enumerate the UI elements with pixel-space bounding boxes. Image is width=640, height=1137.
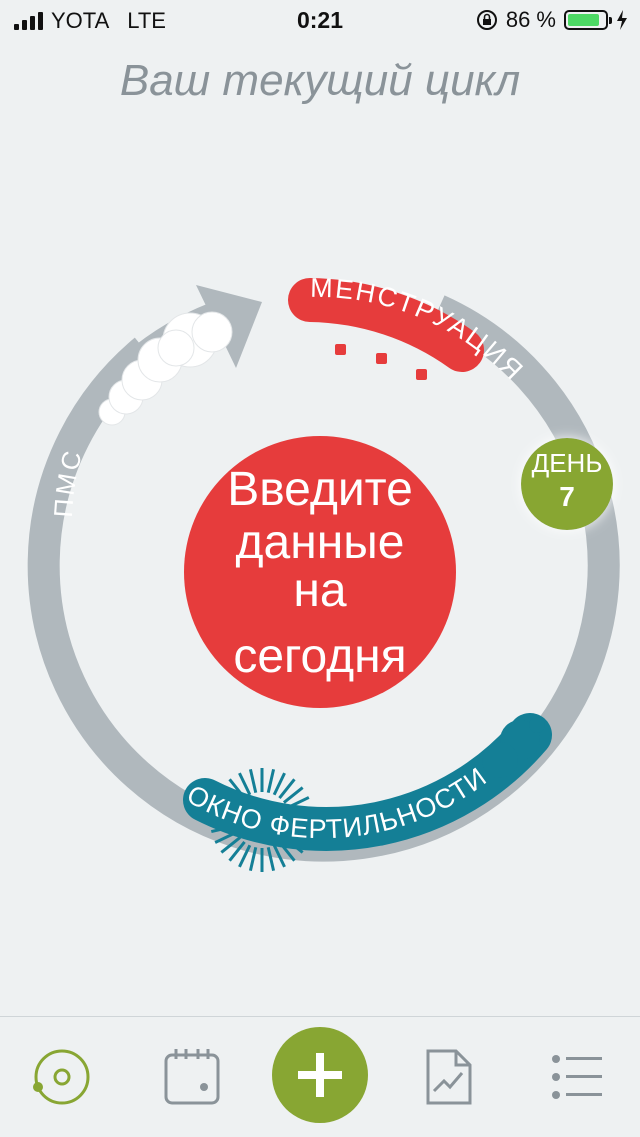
- add-icon: [298, 1053, 342, 1097]
- day-number: 7: [559, 481, 575, 512]
- status-left: YOTA LTE: [14, 8, 166, 34]
- status-bar: YOTA LTE 0:21 86 %: [0, 0, 640, 40]
- menstruation-dots: [335, 344, 427, 380]
- signal-icon: [14, 12, 43, 30]
- add-button[interactable]: [272, 1027, 368, 1123]
- day-badge[interactable]: ДЕНЬ 7: [521, 438, 613, 530]
- center-line-3: на: [293, 564, 347, 617]
- cycle-icon: [33, 1049, 90, 1105]
- menu-list-icon: [552, 1055, 602, 1099]
- pms-clouds: [98, 311, 233, 426]
- tab-cycle[interactable]: [30, 1045, 94, 1109]
- rotation-lock-icon: [476, 10, 497, 30]
- charging-icon: [617, 10, 627, 30]
- tab-calendar[interactable]: [160, 1045, 224, 1109]
- carrier-name: YOTA: [51, 8, 110, 33]
- center-line-4: сегодня: [233, 630, 406, 683]
- menstruation-band: [288, 278, 484, 372]
- day-label: ДЕНЬ: [532, 448, 603, 478]
- center-line-2: данные: [236, 516, 405, 569]
- enter-data-button[interactable]: Введите данные на сегодня: [184, 436, 456, 708]
- tab-bar: [0, 1016, 640, 1137]
- calendar-icon: [164, 1049, 220, 1105]
- tab-chart[interactable]: [416, 1045, 480, 1109]
- battery-icon: [564, 10, 612, 30]
- chart-document-icon: [426, 1049, 472, 1105]
- page-title: Ваш текущий цикл: [119, 56, 521, 105]
- center-line-1: Введите: [227, 463, 413, 516]
- cycle-diagram: МЕНСТРУАЦИЯ ПМС ОКНО ФЕРТИЛЬНОСТИ Введит…: [27, 273, 620, 872]
- network-type: LTE: [127, 8, 166, 33]
- battery-percent: 86 %: [505, 7, 556, 32]
- fertility-bubbles: [482, 717, 545, 778]
- tab-menu[interactable]: [546, 1045, 610, 1109]
- status-right: 86 %: [476, 7, 628, 33]
- status-time: 0:21: [296, 7, 344, 33]
